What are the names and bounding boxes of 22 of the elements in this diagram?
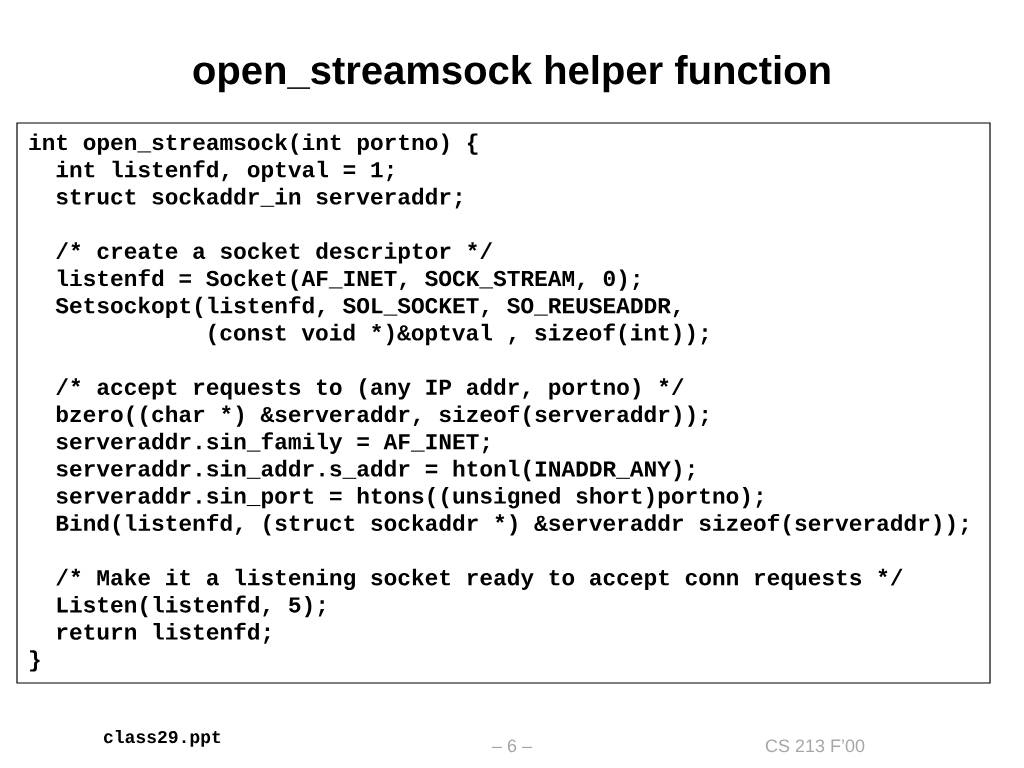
code-line: serveraddr.sin_addr.s_addr = htonl(INADDR_ANY); xyxy=(56,459,694,482)
page-number: – 6 – xyxy=(492,739,532,753)
code-line: int listenfd, optval = 1; xyxy=(56,160,393,182)
code-line: return listenfd; xyxy=(57,622,270,644)
file-name: class29.ppt xyxy=(104,729,221,747)
code-box xyxy=(16,122,991,684)
code-line: Bind(listenfd, (struct sockaddr *) &serveraddr sizeof(serveraddr)); xyxy=(56,513,968,536)
code-line: /* Make it a listening socket ready to accept conn requests */ xyxy=(56,568,903,591)
code-line: Setsockopt(listenfd, SOL_SOCKET, SO_REUSEADDR, xyxy=(55,296,680,318)
code-line: serveraddr.sin_family = AF_INET; xyxy=(56,432,489,454)
code-line: serveraddr.sin_port = htons((unsigned short)portno); xyxy=(56,487,762,509)
code-line: struct sockaddr_in serveraddr; xyxy=(56,187,462,209)
code-line: } xyxy=(30,650,40,672)
code-line: Listen(listenfd, 5); xyxy=(57,595,325,618)
code-line: bzero((char *) &serveraddr, sizeof(serveraddr)); xyxy=(56,405,708,427)
code-line: listenfd = Socket(AF_INET, SOCK_STREAM, 0); xyxy=(57,269,639,291)
slide-title: open_streamsock helper function xyxy=(193,55,830,93)
course-label: CS 213 F’00 xyxy=(765,739,865,753)
code-line: int open_streamsock(int portno) { xyxy=(29,133,478,155)
code-line: (const void *)&optval , sizeof(int)); xyxy=(209,323,708,346)
code-line: /* accept requests to (any IP addr, portno) */ xyxy=(56,378,684,400)
code-line: /* create a socket descriptor */ xyxy=(56,242,493,264)
